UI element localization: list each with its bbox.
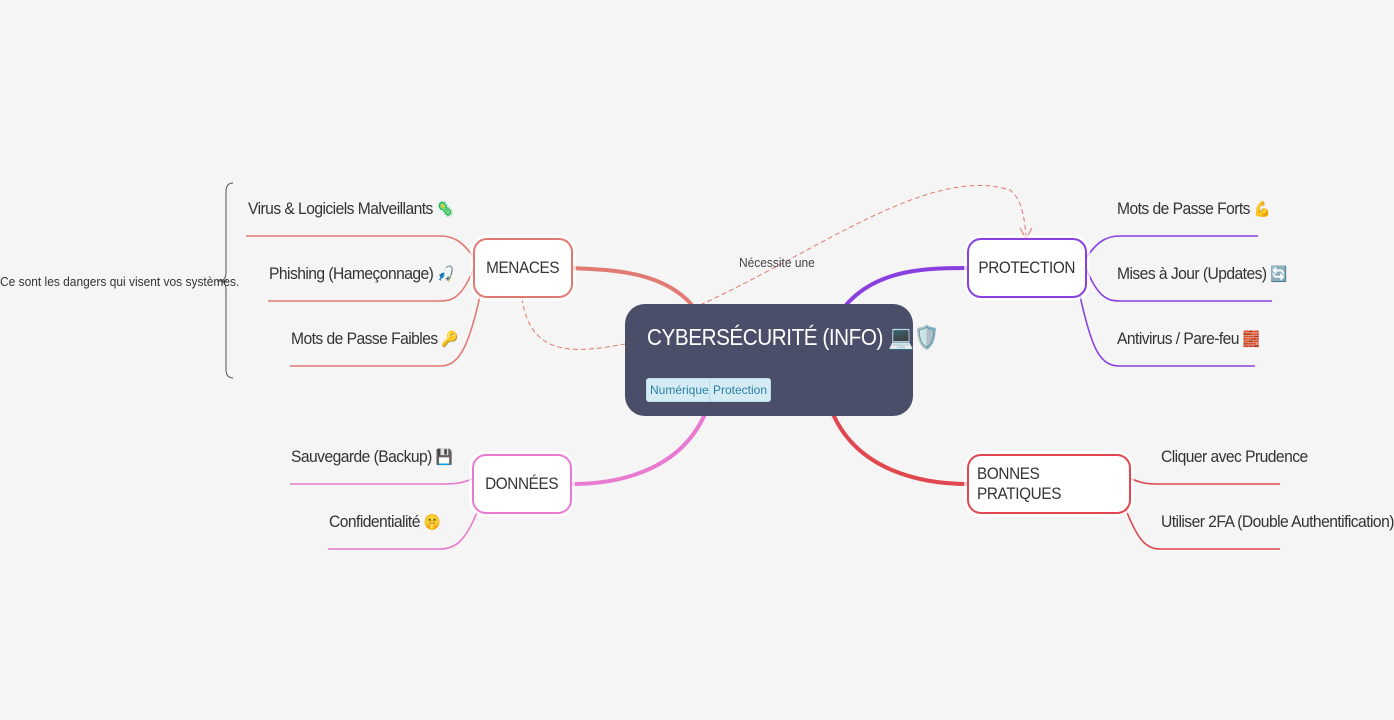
flexed-biceps-icon: 💪 (1253, 201, 1271, 218)
summary-text[interactable]: Ce sont les dangers qui visent vos systè… (0, 274, 240, 289)
leaf-topic[interactable]: Mots de Passe Faibles🔑 (291, 329, 458, 349)
label-tag[interactable]: Protection (709, 378, 772, 402)
link-menaces-item-1 (268, 267, 475, 302)
shushing-face-icon: 🤫 (423, 514, 441, 531)
branch-label: DONNÉES (485, 474, 559, 493)
brick-wall-icon: 🧱 (1242, 331, 1260, 348)
central-topic-title: CYBERSÉCURITÉ (INFO) 💻🛡️ (647, 324, 939, 350)
leaf-label: Sauvegarde (Backup) (291, 447, 432, 466)
leaf-topic[interactable]: Sauvegarde (Backup)💾 (291, 447, 453, 467)
branch-label: MENACES (486, 258, 560, 277)
relationship-arrow-line (699, 185, 1027, 306)
leaf-label: Utiliser 2FA (Double Authentification) (1161, 512, 1394, 531)
leaf-topic[interactable]: Mots de Passe Forts💪 (1117, 199, 1271, 219)
link-central-bonnes-pratiques (831, 413, 969, 486)
leaf-label: Antivirus / Pare-feu (1117, 329, 1240, 348)
link-central-menaces (571, 266, 694, 307)
central-topic[interactable]: CYBERSÉCURITÉ (INFO) 💻🛡️ Numérique Prote… (625, 304, 939, 416)
leaf-label: Confidentialité (329, 512, 420, 531)
leaf-label: Mots de Passe Forts (1117, 199, 1250, 218)
link-donnees-item-1 (328, 509, 479, 550)
link-protection-item-0 (1085, 235, 1258, 259)
branch-node-donnees[interactable]: DONNÉES (472, 454, 572, 514)
leaf-label: Cliquer avec Prudence (1161, 447, 1308, 466)
leaf-label: Phishing (Hameçonnage) (269, 264, 434, 283)
leaf-label: Mises à Jour (Updates) (1117, 264, 1267, 283)
branch-node-bonnes-pratiques[interactable]: BONNES PRATIQUES (967, 454, 1131, 514)
key-icon: 🔑 (441, 331, 458, 348)
leaf-topic[interactable]: Phishing (Hameçonnage)🎣 (269, 264, 454, 284)
branch-node-menaces[interactable]: MENACES (473, 238, 573, 298)
refresh-icon: 🔄 (1270, 266, 1287, 283)
link-protection-item-2 (1079, 295, 1255, 367)
leaf-label: Virus & Logiciels Malveillants (248, 199, 433, 218)
link-protection-item-1 (1085, 267, 1272, 302)
link-central-protection (844, 266, 969, 307)
fishing-pole-icon: 🎣 (437, 266, 454, 283)
branch-node-protection[interactable]: PROTECTION (967, 238, 1087, 298)
relationship-label[interactable]: Nécessite une (739, 255, 815, 270)
leaf-topic[interactable]: Antivirus / Pare-feu🧱 (1117, 329, 1260, 349)
link-menaces-item-2 (290, 295, 481, 367)
connector-lines (217, 182, 1280, 550)
link-bonnes-pratiques-item-0 (1129, 477, 1280, 485)
link-bonnes-pratiques-item-1 (1125, 509, 1280, 550)
leaf-topic[interactable]: Cliquer avec Prudence (1161, 447, 1308, 467)
leaf-label: Mots de Passe Faibles (291, 329, 438, 348)
link-menaces-item-0 (246, 235, 475, 259)
leaf-topic[interactable]: Virus & Logiciels Malveillants🦠 (248, 199, 454, 219)
link-donnees-item-0 (290, 477, 475, 485)
branch-label: PROTECTION (978, 258, 1076, 277)
link-central-donnees (571, 413, 707, 486)
leaf-topic[interactable]: Utiliser 2FA (Double Authentification) (1161, 512, 1394, 532)
leaf-topic[interactable]: Mises à Jour (Updates)🔄 (1117, 264, 1287, 284)
leaf-topic[interactable]: Confidentialité🤫 (329, 512, 441, 532)
floppy-disk-icon: 💾 (435, 449, 453, 466)
microbe-icon: 🦠 (436, 201, 454, 218)
label-tag[interactable]: Numérique (646, 378, 713, 402)
branch-label: BONNES PRATIQUES (977, 464, 1062, 503)
relationship-line (521, 297, 626, 350)
